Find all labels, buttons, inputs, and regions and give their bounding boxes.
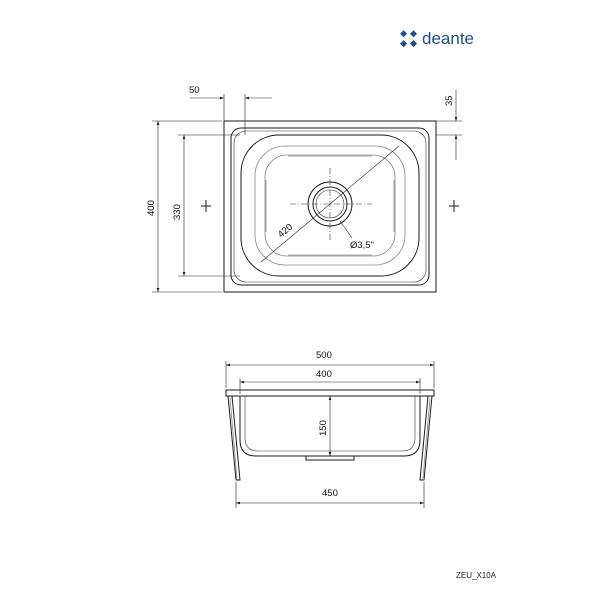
brand-name: deante — [422, 29, 474, 48]
sink-outer-rim — [223, 120, 437, 293]
bowl-outline — [240, 134, 420, 277]
dim-400-section-label: 400 — [316, 369, 332, 380]
dim-450-label: 450 — [322, 488, 338, 499]
dim-150-label: 150 — [318, 420, 329, 436]
product-code: ZEU_X10A — [456, 571, 497, 580]
dim-400-top-label: 400 — [146, 200, 157, 216]
dim-330-label: 330 — [172, 204, 183, 220]
deante-logo-icon — [400, 30, 418, 48]
section-view: 500 400 150 450 — [225, 350, 435, 508]
rim-profile — [225, 389, 435, 397]
dim-500-label: 500 — [316, 350, 332, 361]
sink-inner-rim — [230, 127, 430, 286]
dim-50-label: 50 — [189, 85, 200, 96]
dim-drain-label: Ø3,5" — [350, 240, 374, 251]
top-view: 420 Ø3,5" 400 330 50 35 — [146, 85, 462, 293]
dim-420-label: 420 — [276, 222, 295, 241]
dim-35-label: 35 — [444, 95, 455, 106]
dim-line-420 — [260, 145, 400, 263]
